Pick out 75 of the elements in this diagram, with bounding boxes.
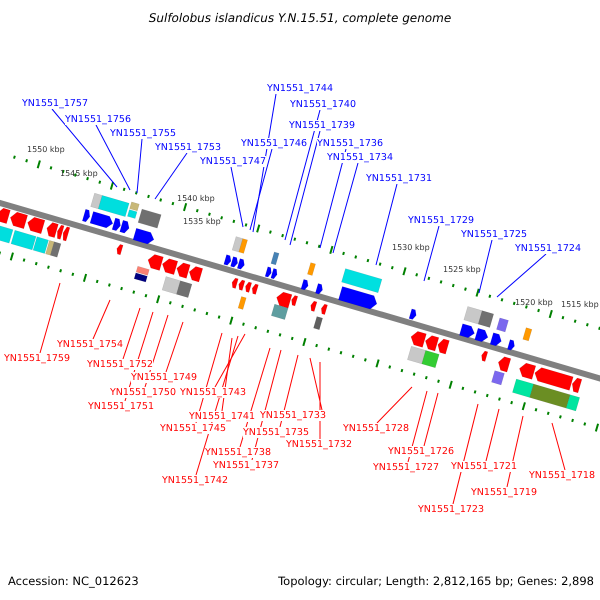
gene-label: YN1551_1743 [180, 387, 246, 398]
gene-label: YN1551_1741 [189, 411, 256, 422]
leader-line [478, 240, 492, 294]
leader-line [376, 386, 412, 424]
gene-label: YN1551_1738 [205, 447, 272, 458]
gene-label: YN1551_1742 [162, 475, 228, 486]
gene-label: YN1551_1734 [327, 152, 394, 163]
gene-label: YN1551_1723 [418, 504, 484, 515]
scale-label: 1550 kbp [27, 144, 65, 155]
leader-line [424, 226, 440, 282]
leader-line [506, 416, 524, 488]
leader-line [320, 148, 346, 248]
gene-label: YN1551_1745 [160, 423, 226, 434]
leader-line [250, 148, 272, 230]
gene-label: YN1551_1729 [408, 215, 474, 226]
gene-label: YN1551_1724 [515, 243, 582, 254]
leader-line [496, 254, 546, 298]
gene-label: YN1551_1747 [200, 156, 266, 167]
leader-line [452, 404, 478, 504]
gene-label: YN1551_1751 [88, 401, 154, 412]
gene-label: YN1551_1749 [131, 372, 198, 383]
leader-line [40, 282, 60, 354]
gene-label: YN1551_1732 [286, 439, 352, 450]
leader-line [52, 108, 118, 188]
scale-label: 1545 kbp [60, 168, 98, 179]
leader-line [92, 300, 110, 340]
leader-line [214, 334, 246, 388]
title: Sulfolobus islandicus Y.N.15.51, complete genome [148, 10, 452, 26]
gene-label: YN1551_1759 [4, 353, 70, 364]
leader-line [424, 392, 438, 446]
gene-label: YN1551_1754 [57, 339, 124, 350]
leader-line [154, 152, 188, 200]
leader-line [230, 166, 244, 228]
gene-label: YN1551_1737 [213, 460, 280, 471]
gene-label: YN1551_1721 [451, 461, 518, 472]
leader-line [166, 322, 184, 372]
leader-line [290, 130, 320, 246]
gene-label: YN1551_1718 [529, 470, 596, 481]
scale-label: 1540 kbp [177, 193, 215, 204]
gene-label: YN1551_1755 [110, 128, 176, 139]
gene-label: YN1551_1727 [373, 462, 440, 473]
scale-label: 1535 kbp [183, 216, 221, 227]
gene-label: YN1551_1735 [243, 427, 310, 438]
gene-label: YN1551_1744 [267, 83, 334, 94]
scale-label: 1525 kbp [443, 264, 481, 275]
leader-line [552, 422, 566, 470]
gene-label: YN1551_1756 [65, 114, 132, 125]
leader-line [136, 138, 142, 194]
gene-label: YN1551_1731 [366, 173, 432, 184]
leader-line [96, 124, 130, 190]
gene-label: YN1551_1753 [155, 142, 222, 153]
leader-line [310, 358, 322, 410]
gene-label: YN1551_1757 [22, 98, 88, 109]
gene-label: YN1551_1739 [289, 120, 356, 131]
gene-label: YN1551_1736 [317, 138, 384, 149]
gene-label: YN1551_1728 [343, 423, 410, 434]
leader-line [284, 110, 320, 240]
leader-line [376, 184, 398, 266]
footer-text: Topology: circular; Length: 2,812,165 bp; Genes: 2,898 [278, 574, 594, 588]
scale-label: 1520 kbp [515, 297, 553, 308]
gene-label: YN1551_1726 [388, 446, 454, 457]
leader-line [332, 162, 358, 254]
footer-text: Accession: NC_012623 [8, 574, 139, 588]
scale-label: 1530 kbp [392, 242, 430, 253]
gene-label: YN1551_1750 [110, 387, 176, 398]
leader-line [280, 354, 298, 428]
scale-label: 1515 kbp [561, 299, 599, 310]
gene-label: YN1551_1740 [290, 99, 356, 110]
gene-label: YN1551_1725 [461, 229, 528, 240]
leader-line [486, 408, 500, 462]
gene-label: YN1551_1752 [87, 359, 154, 370]
gene-label: YN1551_1746 [241, 138, 308, 149]
gene-label: YN1551_1719 [471, 487, 538, 498]
leader-line [122, 308, 140, 360]
gene-label: YN1551_1733 [260, 410, 326, 421]
